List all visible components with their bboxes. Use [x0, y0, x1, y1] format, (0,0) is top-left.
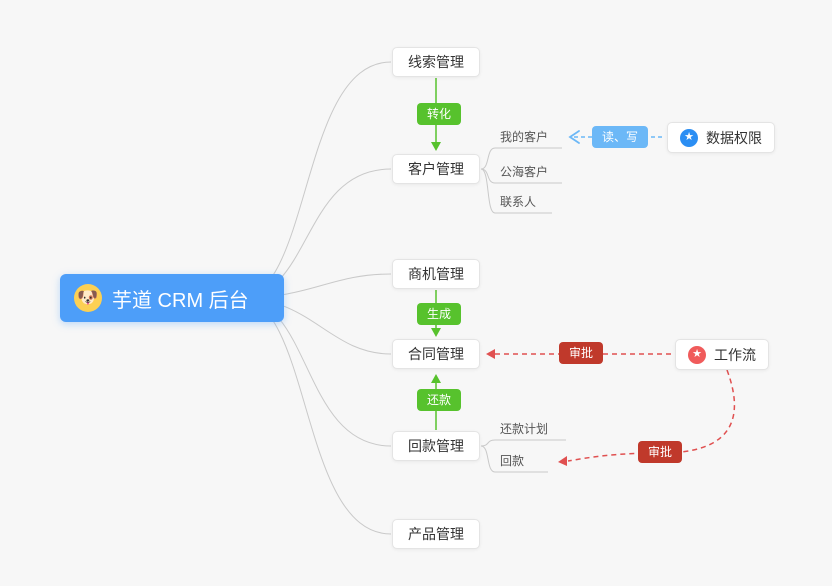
receivable-children-lines	[480, 439, 566, 473]
node-label: 合同管理	[408, 346, 464, 362]
node-opportunity-management: 商机管理	[392, 259, 480, 289]
subitem-repayment-plan: 还款计划	[500, 422, 549, 436]
node-leads-management: 线索管理	[392, 47, 480, 77]
node-label: 商机管理	[408, 266, 464, 282]
node-label: 数据权限	[706, 129, 762, 146]
subitem-public-customers: 公海客户	[500, 165, 549, 179]
node-label: 回款管理	[408, 438, 464, 454]
subitem-my-customers: 我的客户	[500, 130, 549, 144]
node-customer-management: 客户管理	[392, 154, 480, 184]
node-data-permission: ★ 数据权限	[667, 122, 775, 153]
node-label: 客户管理	[408, 161, 464, 177]
node-label: 线索管理	[408, 54, 464, 70]
customer-children-lines	[480, 147, 562, 214]
subitem-contacts: 联系人	[500, 195, 537, 209]
edge-badge-generate: 生成	[417, 303, 462, 325]
node-label: 产品管理	[408, 526, 464, 542]
node-workflow: ★ 工作流	[675, 339, 769, 370]
edge-badge-convert: 转化	[417, 103, 462, 125]
node-contract-management: 合同管理	[392, 339, 480, 369]
edge-badge-repay: 还款	[417, 389, 462, 411]
node-product-management: 产品管理	[392, 519, 480, 549]
star-icon: ★	[688, 345, 706, 364]
star-icon: ★	[680, 128, 698, 147]
green-flow-arrows	[431, 78, 441, 430]
subitem-receivable: 回款	[500, 454, 525, 468]
edge-badge-approve-contract: 审批	[559, 342, 604, 364]
edge-badge-approve-receivable: 审批	[638, 441, 683, 463]
root-node-crm-backend: 🐶 芋道 CRM 后台	[60, 274, 284, 322]
dog-face-icon: 🐶	[74, 284, 102, 312]
edge-badge-read-write: 读、写	[592, 126, 649, 148]
node-receivable-management: 回款管理	[392, 431, 480, 461]
node-label: 工作流	[714, 346, 756, 363]
root-node-label: 芋道 CRM 后台	[112, 289, 249, 312]
